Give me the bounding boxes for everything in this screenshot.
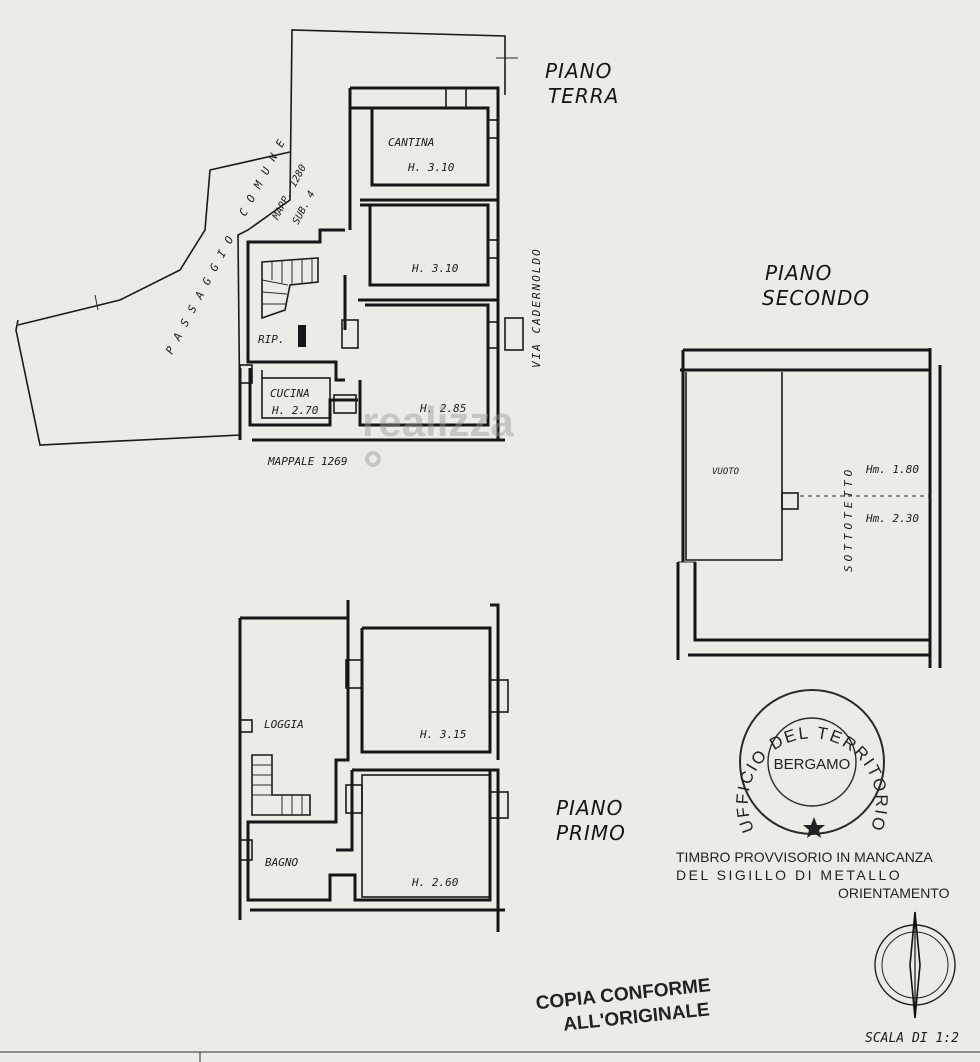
passage-boundary <box>17 151 291 326</box>
sottotetto-label: SOTTOTETTO <box>842 466 855 572</box>
cucina-label: CUCINA <box>270 387 310 400</box>
ground-title-2: TERRA <box>548 84 619 108</box>
copy-conforme: COPIA CONFORME ALL'ORIGINALE <box>535 975 712 1035</box>
ground-stairs <box>261 257 319 347</box>
orientation-label: ORIENTAMENTO <box>838 885 950 901</box>
first-title-1: PIANO <box>556 796 623 820</box>
second-floor-plan: PIANO SECONDO VUOTO SOTTOTETTO Hm. 1.80 … <box>676 261 942 668</box>
watermark: realizza <box>362 398 514 445</box>
ground-outer-walls <box>238 86 505 442</box>
street-label: VIA CADERNOLDO <box>530 247 543 368</box>
loggia-label: LOGGIA <box>264 718 304 731</box>
mappale-label: MAPPALE 1269 <box>267 455 347 468</box>
star-icon <box>803 817 825 838</box>
hm2-label: Hm. 2.30 <box>865 512 919 525</box>
cucina-height: H. 2.70 <box>271 404 319 417</box>
room2-height: H. 3.10 <box>411 262 459 275</box>
ground-title-1: PIANO <box>545 59 612 83</box>
first-stairs <box>251 754 311 816</box>
vuoto-label: VUOTO <box>712 467 740 477</box>
sub-label: SUB. 4 <box>291 189 318 226</box>
first-floor-plan: PIANO PRIMO LOGGIA H. 3.15 BAGNO H. 2.60 <box>238 600 626 932</box>
first-title-2: PRIMO <box>556 821 626 845</box>
rip-label: RIP. <box>258 333 285 346</box>
ground-floor-plan: PIANO TERRA CANTINA H. 3.10 H. 3.10 H. 2… <box>15 29 619 468</box>
stamp-note-2: DEL SIGILLO DI METALLO <box>676 867 902 883</box>
scale-label: SCALA DI 1:2 <box>865 1031 959 1046</box>
room3-height: H. 2.85 <box>419 402 466 415</box>
north-arrow-icon <box>874 911 956 1019</box>
svg-text:UFFICIO DEL TERRITORIO: UFFICIO DEL TERRITORIO <box>733 723 891 835</box>
stamp-note: TIMBRO PROVVISORIO IN MANCANZA DEL SIGIL… <box>676 849 950 901</box>
stamp-note-1: TIMBRO PROVVISORIO IN MANCANZA <box>676 849 933 865</box>
bagno-label: BAGNO <box>265 856 298 869</box>
cantina-label: CANTINA <box>388 136 434 149</box>
second-title-2: SECONDO <box>762 286 870 310</box>
second-outer-walls <box>676 348 942 668</box>
lot-boundary <box>15 29 506 446</box>
second-title-1: PIANO <box>765 261 832 285</box>
official-stamp: UFFICIO DEL TERRITORIO BERGAMO <box>733 689 891 838</box>
stamp-ring-text: UFFICIO DEL TERRITORIO <box>733 723 889 835</box>
first-outer-walls <box>238 600 505 932</box>
hm1-label: Hm. 1.80 <box>865 463 919 476</box>
first-room1-height: H. 3.15 <box>419 728 466 741</box>
first-room2-height: H. 2.60 <box>411 876 459 889</box>
stamp-city: BERGAMO <box>774 756 851 773</box>
cantina-height: H. 3.10 <box>407 161 455 174</box>
